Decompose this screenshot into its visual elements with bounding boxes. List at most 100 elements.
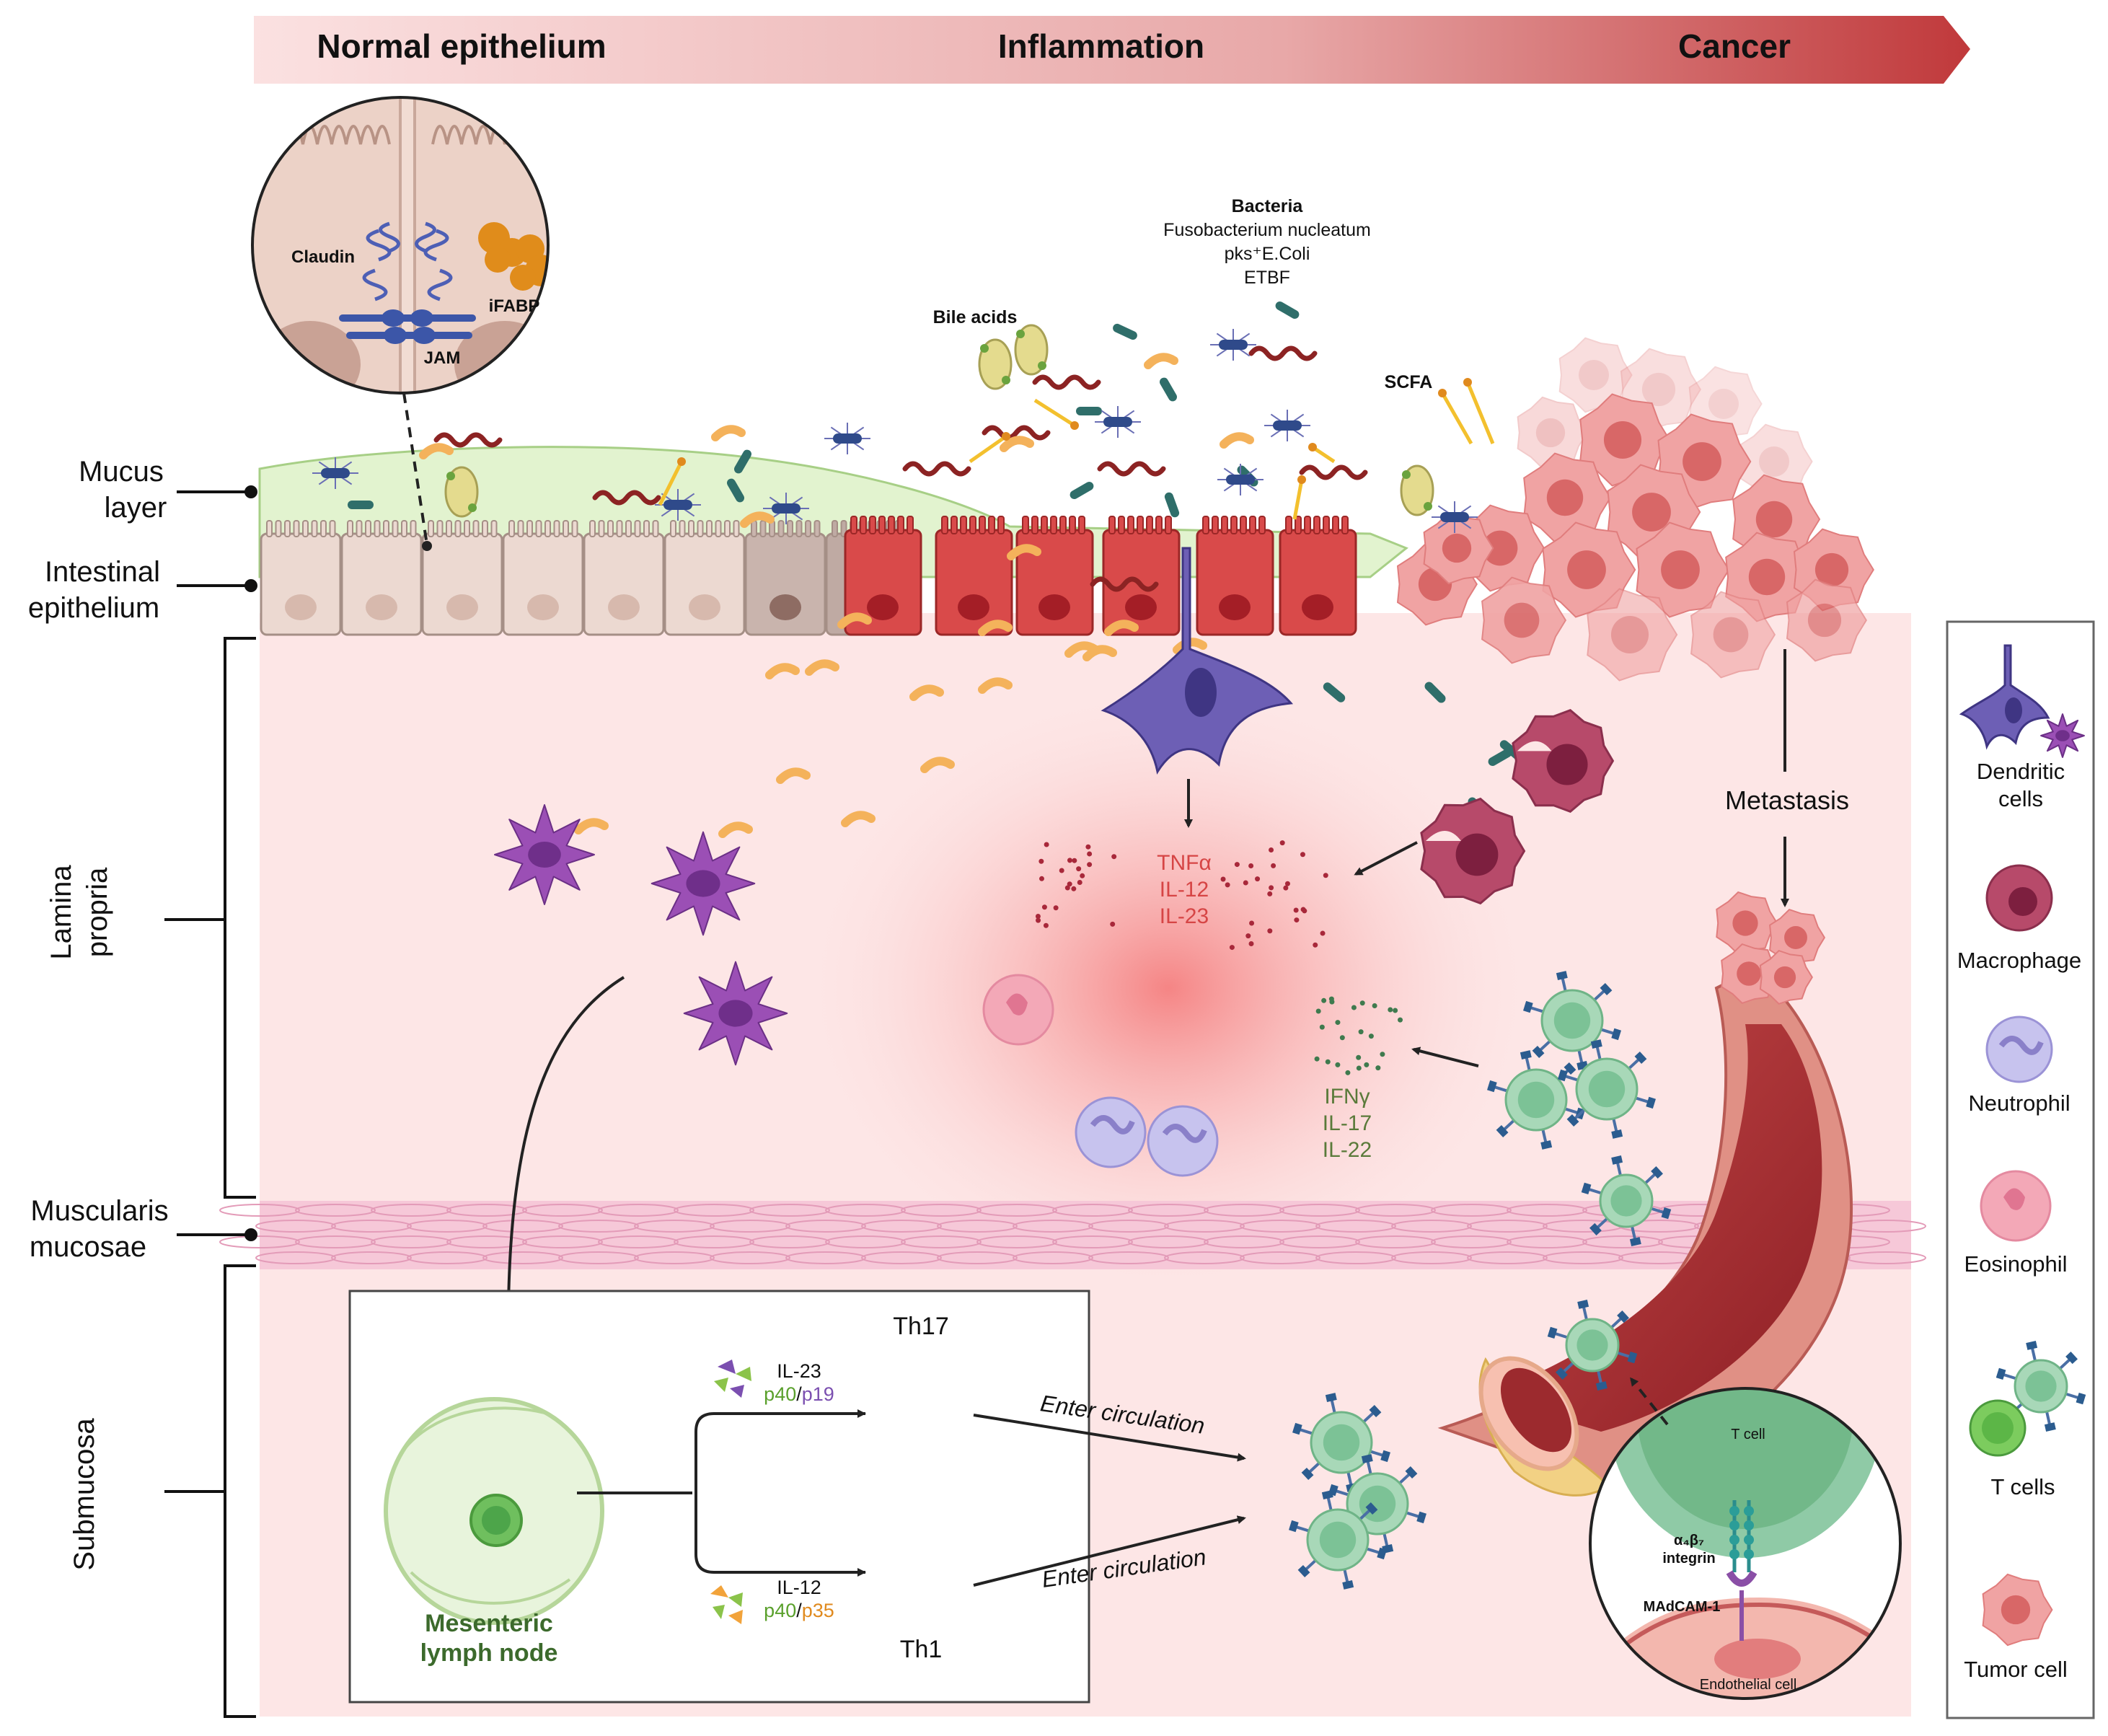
rod-bacterium-icon [1424,682,1446,703]
epithelial-cell-inflamed [1196,516,1274,636]
macrophages-lamina [1420,708,1615,905]
cytokine-dot [1267,891,1273,896]
cytokine-dot [1315,1008,1321,1014]
il23-label: IL-23 [777,1360,821,1382]
inflammation-glow [793,678,1543,1298]
cytokine-dot [1398,1017,1403,1023]
cytokine-dot [1319,1024,1325,1030]
flagellated-bacterium-icon [1210,329,1256,361]
bacteria-title: Bacteria [1232,196,1304,216]
blood-vessel [1437,968,1853,1497]
cytokine-dot [1345,1070,1351,1075]
dendritic-cell-sampling [1101,547,1294,775]
cytokine-dot [1320,930,1326,936]
cytokine-dot [1300,852,1305,858]
tumor-cell [1587,588,1678,682]
slash-label: / [796,1383,802,1405]
cytokine-dot [1043,922,1049,928]
vessel-adhesion-inset: T cell α₄β₇ integrin MAdCAM-1 Endothelia… [1589,1377,1902,1700]
il12-subunit-icons [710,1585,743,1624]
cytokine-dot [1375,1065,1381,1071]
cytokine-dot [1248,863,1254,869]
rod-bacterium-icon [1164,492,1180,518]
muscularis-mucosae [219,1201,1926,1269]
p40-label-2: p40 [764,1600,796,1621]
label-lamina-1: Lamina [45,865,77,960]
tumor-cell [1523,452,1612,543]
cytokine-dot [1300,907,1306,912]
legend-dendritic-icon [1959,644,2085,758]
cytokine-dot [1372,1003,1377,1008]
lymph-node-label-2: lymph node [420,1639,558,1667]
cytokine-dot [1067,858,1072,863]
flagellated-bacterium-icon [312,457,358,489]
flagellated-bacterium-icon [1264,410,1310,441]
commensal-bacterium-icon [1082,645,1117,661]
flagellated-bacterium-icon [1432,501,1478,533]
inset-madcam: MAdCAM-1 [1644,1599,1721,1615]
cytokine-dot [1087,862,1093,868]
legend-tcells: T cells [1990,1474,2055,1499]
inset-ifabp: iFABP [489,296,540,316]
bacteria-fusobacterium: Fusobacterium nucleatum [1163,220,1371,240]
epithelial-cell-inflamed [1102,516,1181,636]
label-muscularis-2: mucosae [30,1231,146,1263]
lymph-node-label-1: Mesenteric [425,1610,553,1637]
cytokine-dot [1283,885,1289,891]
spirochete-bacterium-icon [902,461,971,477]
inset-claudin: Claudin [291,247,355,267]
rod-bacterium-icon [1076,407,1102,415]
slash-label-2: / [796,1600,802,1621]
cytokine-dot [1321,997,1327,1003]
t-cell [1487,1050,1585,1150]
cytokine-dot [1393,1008,1398,1013]
flagellated-bacterium-icon [1217,464,1264,495]
bacteria-pks-ecoli: pks⁺E.Coli [1225,244,1310,264]
rod-bacterium-icon [1113,323,1137,340]
th1-label: Th1 [900,1636,943,1663]
label-mucus-2: layer [105,492,167,524]
cytokine-dot [1313,942,1318,948]
commensal-bacterium-icon [978,620,1013,636]
spirochete-bacterium-icon [1248,345,1318,361]
legend-eosinophil: Eosinophil [1964,1251,2067,1277]
t-cell [1558,1039,1656,1139]
cytokine-dot [1356,1054,1362,1060]
commensal-bacterium-icon [841,811,876,827]
spirochete-bacterium-icon [982,425,1051,441]
tumor-cell [1690,591,1776,679]
commensal-bacterium-icon [978,677,1013,694]
granulocytes [982,974,1219,1177]
cytokine-dot [1293,907,1299,913]
label-epithelium-1: Intestinal [45,556,160,588]
macrophage-cell [1512,708,1615,814]
cytokine-dot [1053,905,1059,911]
metastasis-label: Metastasis [1725,785,1849,815]
cytokine-dot [1111,854,1117,860]
stage-normal: Normal epithelium [317,27,606,65]
cytokine-dot [1364,1062,1370,1067]
cytokine-dot [1087,851,1093,857]
bile-acid-icon [978,338,1013,390]
commensal-bacterium-icon [718,821,753,838]
cytokine-il22: IL-22 [1323,1138,1372,1162]
epithelial-cell-normal [502,520,584,636]
tumor-mass [1396,337,1874,682]
legend-neutrophil-icon [1985,1015,2053,1083]
lamina-arrows [503,649,1789,1358]
cytokine-il23: IL-23 [1160,904,1209,928]
scfa-molecule-icon [1033,398,1079,430]
p19-label: p19 [802,1383,834,1405]
bile-acids-label: Bile acids [933,307,1018,327]
cell-legend: Dendritic cells Macrophage Neutrophil Eo… [1946,620,2095,1719]
cytokine-dot [1085,844,1091,850]
cytokine-dot [1359,1000,1365,1006]
cytokine-dot [1038,876,1044,881]
rod-bacterium-icon [727,478,744,503]
commensal-bacterium-icon [1220,432,1254,449]
cytokine-dot [1035,913,1041,919]
legend-tumor: Tumor cell [1964,1657,2068,1682]
commensal-bacterium-icon [1000,436,1034,452]
tumor-cell [1558,337,1633,413]
tumor-cell [1542,521,1636,618]
